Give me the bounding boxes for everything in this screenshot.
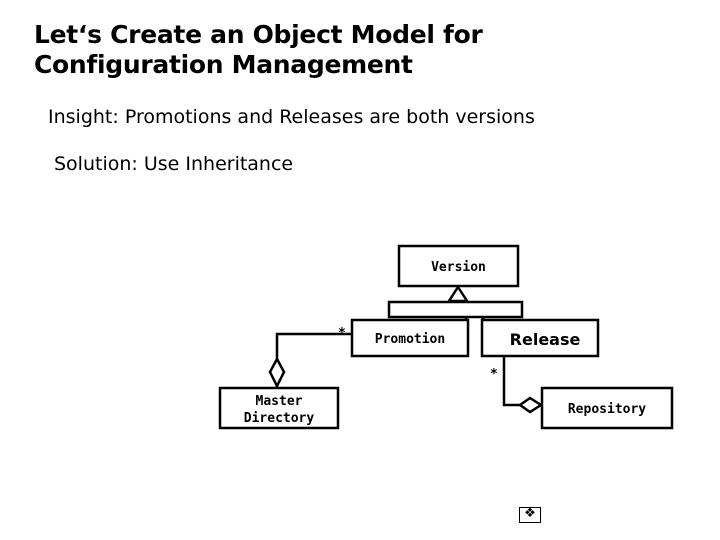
class-box-repository[interactable]: Repository: [540, 386, 674, 430]
bullet-insight: Insight: Promotions and Releases are bot…: [48, 104, 648, 131]
class-box-release-rect[interactable]: [480, 318, 600, 358]
association-line-masterdirectory: [275, 332, 352, 360]
class-name-master-directory-line2: Directory: [244, 411, 315, 426]
class-box-promotion[interactable]: Promotion: [350, 318, 470, 358]
aggregation-diamond-repository-icon: [517, 396, 544, 414]
multiplicity-promotion: *: [338, 326, 346, 341]
class-box-release[interactable]: Release: [480, 318, 600, 358]
broken-image-glyph: ❖: [524, 506, 536, 521]
class-name-promotion: Promotion: [375, 332, 445, 347]
page-title: Let‘s Create an Object Model for Configu…: [34, 20, 483, 79]
aggregation-diamond-masterdirectory-icon: [268, 356, 286, 389]
bullet-solution-text: Solution: Use Inheritance: [54, 153, 294, 175]
class-name-repository: Repository: [568, 402, 646, 417]
generalization-group: [387, 284, 524, 321]
bullet-list: Insight: Promotions and Releases are bot…: [48, 104, 648, 178]
generalization-triangle-icon: [446, 284, 470, 303]
class-box-version-rect[interactable]: [397, 244, 520, 288]
association-repository-release: [502, 356, 544, 414]
class-box-master-directory-rect[interactable]: [218, 386, 340, 430]
class-name-release: Release: [510, 330, 581, 349]
class-box-version[interactable]: Version: [397, 244, 520, 288]
class-box-promotion-rect[interactable]: [350, 318, 470, 358]
multiplicity-release: *: [490, 367, 498, 382]
inheritance-bar: [387, 300, 524, 319]
association-line-repository: [502, 356, 521, 407]
bullet-insight-text: Insight: Promotions and Releases are bot…: [48, 106, 535, 128]
class-box-master-directory[interactable]: Master Directory: [218, 386, 340, 430]
broken-image-icon: ❖: [519, 506, 541, 523]
bullet-solution: Solution: Use Inheritance: [48, 151, 648, 178]
class-box-repository-rect[interactable]: [540, 386, 674, 430]
association-masterdirectory-promotion: [268, 332, 352, 389]
class-name-master-directory-line1: Master: [256, 394, 303, 409]
class-name-version: Version: [431, 260, 486, 275]
